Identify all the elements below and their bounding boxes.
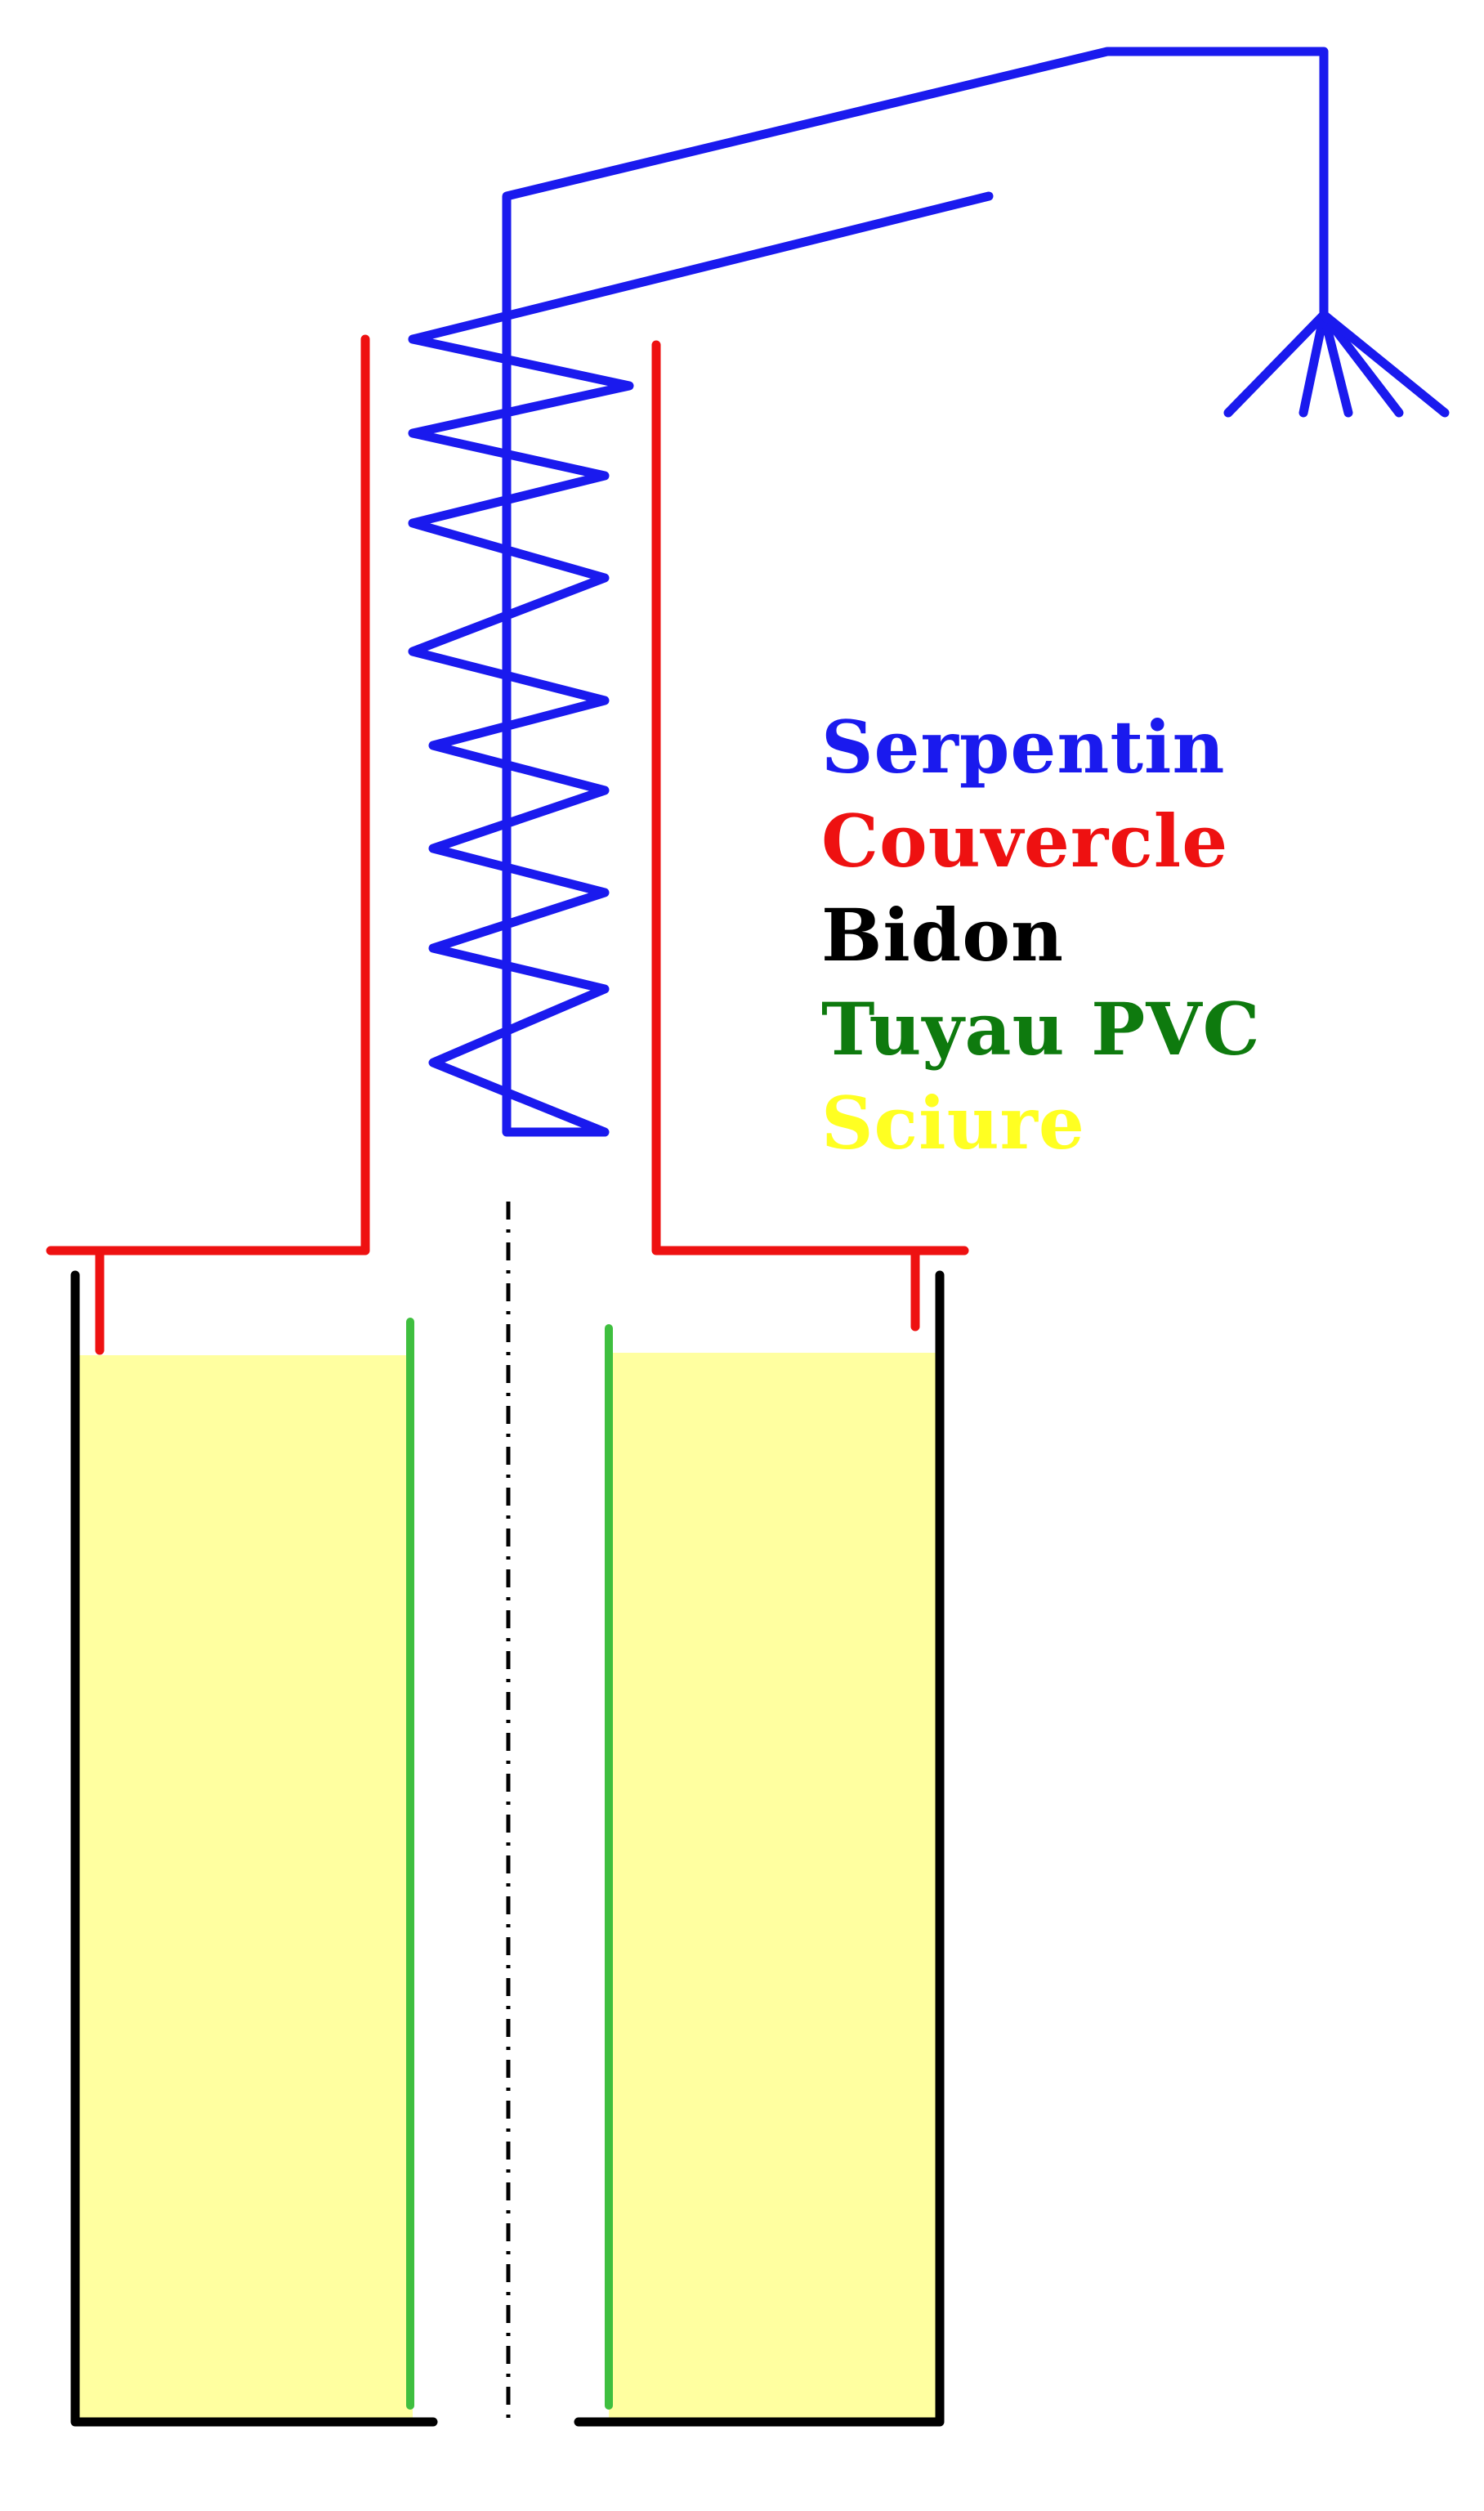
container-bidon xyxy=(70,1270,945,2427)
legend-item-serpentin: Serpentin xyxy=(821,705,1225,790)
legend-item-sciure: Sciure xyxy=(821,1081,1085,1166)
coil-drip-line xyxy=(1319,310,1404,418)
lid-couvercle xyxy=(46,334,969,1355)
lid-right-part xyxy=(651,340,969,1256)
sawdust-left xyxy=(78,1355,413,2422)
container-right-wall xyxy=(574,1270,945,2427)
pvc-pipe xyxy=(406,1318,613,2410)
coil-drip-line xyxy=(1298,310,1329,418)
legend-item-bidon: Bidon xyxy=(821,893,1064,978)
coil-serpentin xyxy=(408,47,1450,1137)
legend-item-couvercle: Couvercle xyxy=(821,799,1228,884)
coil-drip-line xyxy=(1319,310,1353,418)
legend: Serpentin Couvercle Bidon Tuyau PVC Sciu… xyxy=(821,705,1261,1166)
lid-left-part xyxy=(46,334,370,1256)
coil-drip-line xyxy=(1223,310,1329,418)
container-left-wall xyxy=(70,1270,438,2427)
sawdust-fill xyxy=(78,1353,936,2422)
sawdust-right xyxy=(609,1353,936,2422)
legend-item-tuyau-pvc: Tuyau PVC xyxy=(821,987,1261,1072)
coil-zigzag xyxy=(408,47,1329,1137)
coil-drip-line xyxy=(1319,310,1450,418)
